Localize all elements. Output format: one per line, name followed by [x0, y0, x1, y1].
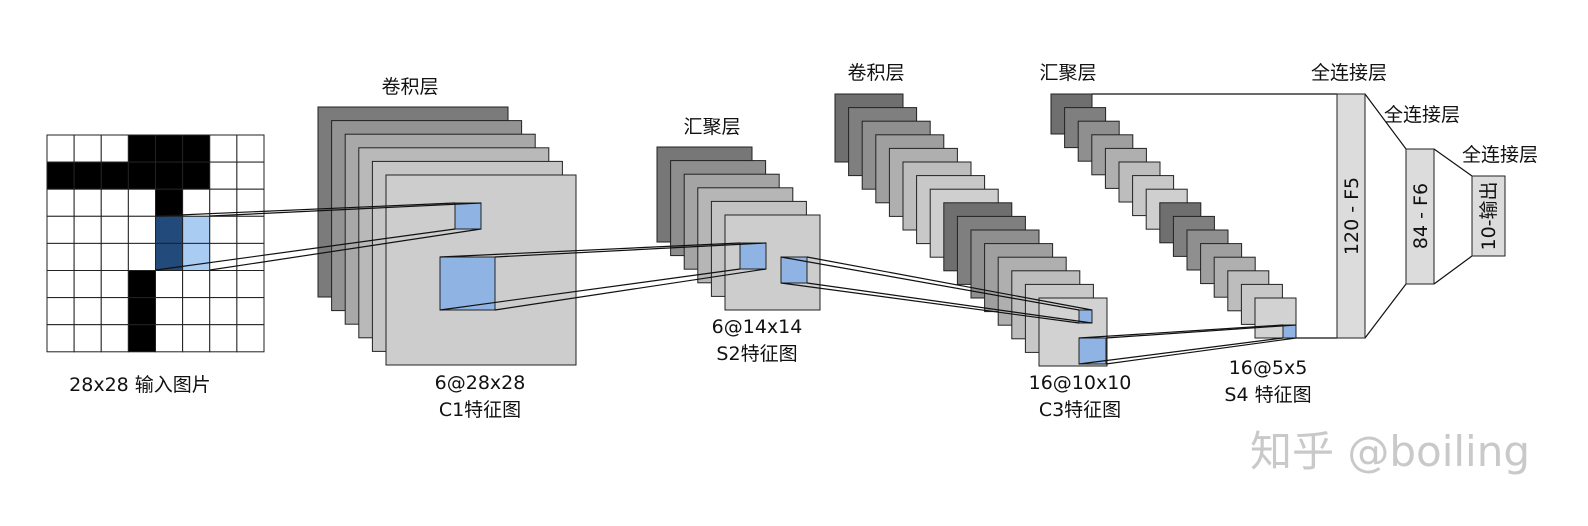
input-pixel-cell	[127, 161, 156, 190]
input-pixel-cell	[100, 161, 129, 190]
connector-lines	[155, 93, 1473, 365]
input-pixel-cell	[236, 215, 265, 244]
c3-receptive-field-small	[1078, 309, 1093, 324]
c1-large-receptive-field	[439, 256, 496, 311]
input-pixel-cell	[182, 134, 211, 163]
f6-label: 84 - F6	[1410, 183, 1432, 249]
input-pixel-cell	[127, 270, 156, 299]
input-pixel-cell	[236, 324, 265, 353]
input-pixel-cell	[100, 297, 129, 326]
input-pixel-cell	[155, 134, 184, 163]
input-pixel-cell	[209, 188, 238, 217]
input-pixel-cell	[127, 134, 156, 163]
input-pixel-cell	[46, 297, 75, 326]
f5-layer	[1336, 93, 1366, 339]
input-pixel-cell	[182, 161, 211, 190]
input-pixel-cell	[73, 324, 102, 353]
s4-caption-name: S4 特征图	[1224, 384, 1311, 406]
input-pixel-cell	[155, 324, 184, 353]
s2-caption-name: S2特征图	[716, 343, 797, 365]
input-pixel-cell	[236, 161, 265, 190]
c3-caption-name: C3特征图	[1039, 399, 1121, 421]
input-pixel-cell	[100, 324, 129, 353]
input-pixel-cell	[182, 297, 211, 326]
input-pixel-cell	[155, 188, 184, 217]
input-pixel-cell	[209, 215, 238, 244]
c1-feature-map-stack	[317, 106, 577, 366]
c3-receptive-field-large	[1078, 337, 1107, 365]
input-pixel-cell	[73, 270, 102, 299]
input-pixel-cell	[209, 324, 238, 353]
output-heading: 全连接层	[1462, 144, 1538, 166]
input-pixel-cell	[182, 215, 211, 244]
watermark-text: 知乎 @boiling	[1250, 427, 1530, 476]
input-pixel-cell	[236, 297, 265, 326]
s4-caption-size: 16@5x5	[1229, 357, 1308, 379]
input-pixel-cell	[73, 188, 102, 217]
c1-caption-size: 6@28x28	[435, 372, 526, 394]
input-pixel-cell	[209, 270, 238, 299]
input-pixel-cell	[127, 324, 156, 353]
s4-heading: 汇聚层	[1039, 62, 1096, 84]
input-pixel-cell	[127, 297, 156, 326]
input-pixel-cell	[182, 324, 211, 353]
s2-receptive-field-right	[780, 256, 808, 284]
input-pixel-cell	[209, 297, 238, 326]
input-pixel-cell	[73, 297, 102, 326]
c1-heading: 卷积层	[381, 76, 438, 98]
s2-caption-size: 6@14x14	[712, 316, 803, 338]
f6-layer	[1405, 148, 1435, 285]
input-pixel-cell	[46, 270, 75, 299]
input-pixel-cell	[127, 215, 156, 244]
input-pixel-cell	[209, 161, 238, 190]
input-pixel-cell	[100, 215, 129, 244]
c3-feature-map-stack	[834, 93, 1108, 367]
input-pixel-cell	[46, 242, 75, 271]
input-pixel-cell	[73, 215, 102, 244]
output-layer	[1471, 175, 1506, 257]
input-pixel-cell	[155, 297, 184, 326]
input-pixel-cell	[46, 134, 75, 163]
input-pixel-cell	[100, 242, 129, 271]
input-pixel-cell	[155, 215, 184, 244]
input-pixel-cell	[73, 134, 102, 163]
f6-heading: 全连接层	[1384, 104, 1460, 126]
input-pixel-cell	[73, 161, 102, 190]
s2-receptive-field-left	[739, 242, 767, 270]
output-label: 10-输出	[1478, 181, 1500, 250]
input-pixel-cell	[46, 324, 75, 353]
input-pixel-cell	[100, 270, 129, 299]
f5-label: 120 - F5	[1341, 177, 1363, 255]
input-pixel-cell	[182, 242, 211, 271]
input-pixel-cell	[236, 270, 265, 299]
input-pixel-cell	[73, 242, 102, 271]
s4-receptive-field	[1282, 324, 1297, 339]
input-caption: 28x28 输入图片	[69, 374, 211, 396]
input-pixel-cell	[127, 242, 156, 271]
input-pixel-cell	[46, 188, 75, 217]
input-image-grid	[46, 134, 265, 353]
input-pixel-cell	[236, 134, 265, 163]
c1-small-receptive-field	[454, 202, 482, 230]
c1-caption-name: C1特征图	[439, 399, 521, 421]
input-pixel-cell	[46, 161, 75, 190]
input-pixel-cell	[209, 134, 238, 163]
input-pixel-cell	[46, 215, 75, 244]
s2-feature-map-stack	[656, 146, 821, 311]
c3-heading: 卷积层	[847, 62, 904, 84]
input-pixel-cell	[100, 188, 129, 217]
input-pixel-cell	[155, 161, 184, 190]
c3-caption-size: 16@10x10	[1029, 372, 1132, 394]
f5-heading: 全连接层	[1311, 62, 1387, 84]
s2-heading: 汇聚层	[683, 116, 740, 138]
input-pixel-cell	[155, 270, 184, 299]
input-pixel-cell	[127, 188, 156, 217]
input-pixel-cell	[182, 188, 211, 217]
s4-feature-map-stack	[1050, 93, 1297, 339]
input-pixel-cell	[182, 270, 211, 299]
input-pixel-cell	[100, 134, 129, 163]
